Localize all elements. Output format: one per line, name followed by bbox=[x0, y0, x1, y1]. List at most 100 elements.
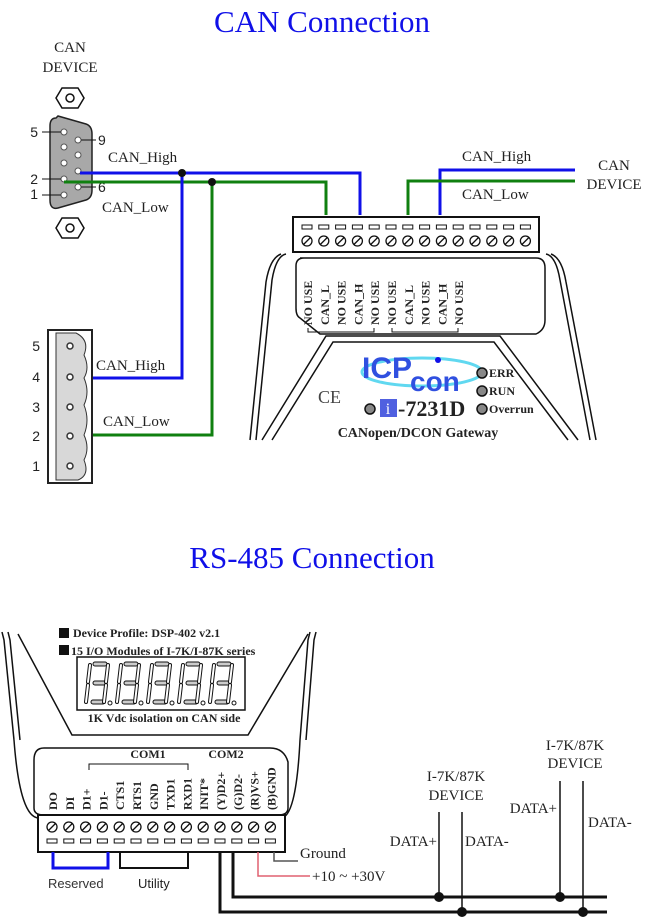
bracket-2 bbox=[391, 328, 459, 333]
feature-1: Device Profile: DSP-402 v2.1 bbox=[73, 626, 220, 640]
terminal-screw-icon bbox=[180, 821, 193, 833]
product-name: CANopen/DCON Gateway bbox=[338, 426, 499, 441]
top-pin-label: CAN_L bbox=[402, 285, 416, 325]
terminal-screw-icon bbox=[334, 235, 347, 247]
rs485-device-1: I-7K/87K DEVICE DATA+ DATA- bbox=[390, 769, 509, 917]
terminal-screw-icon bbox=[214, 821, 226, 833]
terminal-screw-icon bbox=[502, 235, 515, 247]
terminal-slot bbox=[486, 224, 498, 230]
terminal-slot bbox=[197, 838, 209, 844]
terminal-slot bbox=[318, 224, 330, 230]
terminal-slot bbox=[419, 224, 431, 230]
screw-top-icon bbox=[55, 87, 85, 109]
terminal-slot bbox=[452, 224, 464, 230]
db9-pin-9: 9 bbox=[98, 132, 106, 148]
led-icon bbox=[476, 403, 488, 415]
top-pin-label: NO USE bbox=[368, 281, 382, 325]
power-led-icon bbox=[364, 403, 376, 415]
bottom-pin-label: (Y)D2+ bbox=[214, 772, 228, 810]
bottom-pin-label: DO bbox=[46, 792, 60, 810]
model-i-badge bbox=[380, 399, 397, 417]
device-1-label-2: DEVICE bbox=[429, 788, 484, 804]
logo-text-con: con bbox=[410, 366, 460, 397]
com1-label: COM1 bbox=[130, 747, 165, 761]
device-2-label-2: DEVICE bbox=[548, 756, 603, 772]
ground-wire bbox=[273, 852, 298, 862]
rs485-connection-title: RS-485 Connection bbox=[189, 540, 435, 575]
bottom-pin-label: (B)GND bbox=[264, 767, 278, 810]
led-err-label: ERR bbox=[489, 366, 515, 380]
top-pin-label: NO USE bbox=[385, 281, 399, 325]
terminal-screw-icon bbox=[163, 821, 176, 833]
terminal-screw-icon bbox=[247, 821, 260, 833]
terminal-screw-icon bbox=[385, 235, 397, 247]
rs485-data-minus-bus bbox=[218, 852, 607, 914]
terminal-screw-icon bbox=[368, 235, 380, 247]
terminal-screw-icon bbox=[63, 821, 75, 833]
terminal-slot bbox=[96, 838, 108, 844]
terminal-screw-icon bbox=[197, 821, 209, 833]
tb-pin-1: 1 bbox=[32, 458, 40, 474]
bottom-pin-label: (R)VS+ bbox=[248, 771, 262, 810]
terminal-slot bbox=[46, 838, 58, 844]
power-label: +10 ~ +30V bbox=[312, 869, 386, 885]
db9-connector bbox=[42, 87, 96, 239]
bullet-icon bbox=[59, 628, 69, 638]
terminal-slot bbox=[351, 224, 363, 230]
tb-pin-4: 4 bbox=[32, 369, 40, 385]
terminal-slot bbox=[435, 224, 447, 230]
can-low-wire-db9 bbox=[64, 180, 328, 215]
terminal-slot bbox=[469, 224, 481, 230]
reserved-bracket bbox=[51, 852, 110, 870]
logo-text-icp: ICP bbox=[362, 352, 412, 385]
com1-bracket bbox=[88, 763, 189, 770]
led-icon bbox=[476, 367, 488, 379]
terminal-screw-icon bbox=[130, 821, 142, 833]
screw-bottom-icon bbox=[55, 217, 85, 239]
can-high-wire-right bbox=[438, 168, 575, 215]
tb-pin-2: 2 bbox=[32, 428, 40, 444]
terminal-slot bbox=[130, 838, 142, 844]
module-body-top bbox=[249, 253, 597, 441]
terminal-slot bbox=[503, 224, 515, 230]
terminal-screw-icon bbox=[147, 821, 159, 833]
can-connection-title: CAN Connection bbox=[214, 4, 431, 39]
tb-can-high-label: CAN_High bbox=[96, 358, 166, 374]
bottom-pin-label: RTS1 bbox=[130, 781, 144, 810]
bottom-pin-label: CTS1 bbox=[113, 781, 127, 810]
bottom-pin-label: TXD1 bbox=[164, 779, 178, 810]
led-err: ERR bbox=[476, 366, 515, 380]
terminal-screw-icon bbox=[469, 235, 481, 247]
terminal-slot bbox=[147, 838, 159, 844]
bottom-terminal-strip bbox=[37, 814, 286, 853]
device-2-label-1: I-7K/87K bbox=[546, 738, 604, 754]
bottom-pin-label: D1+ bbox=[80, 788, 94, 810]
reserved-label: Reserved bbox=[48, 876, 104, 891]
terminal-slot bbox=[80, 838, 92, 844]
right-can-device-label-2: DEVICE bbox=[587, 177, 642, 193]
power-wire bbox=[257, 852, 310, 877]
terminal-screw-icon bbox=[418, 235, 431, 247]
can-low-wire-right bbox=[406, 179, 575, 215]
terminal-screw-icon bbox=[113, 821, 125, 833]
seven-segment-digit bbox=[208, 661, 237, 706]
top-pin-label: CAN_L bbox=[318, 285, 332, 325]
terminal-slot bbox=[180, 838, 192, 844]
db9-can-high-label: CAN_High bbox=[108, 150, 178, 166]
bullet-icon bbox=[59, 645, 69, 655]
db9-pin-2: 2 bbox=[30, 171, 38, 187]
seven-segment-digit bbox=[115, 661, 144, 706]
led-run: RUN bbox=[476, 384, 515, 398]
can-low-wire-terminal bbox=[70, 182, 214, 437]
led-overrun: Overrun bbox=[476, 402, 534, 416]
terminal-slot bbox=[231, 838, 243, 844]
terminal-slot bbox=[385, 224, 397, 230]
seven-segment-digit bbox=[177, 661, 206, 706]
utility-label: Utility bbox=[138, 876, 170, 891]
top-pin-label: NO USE bbox=[452, 281, 466, 325]
led-overrun-label: Overrun bbox=[489, 402, 534, 416]
junction-dot bbox=[178, 169, 186, 177]
bottom-pin-label: DI bbox=[63, 796, 77, 810]
db9-pin-1: 1 bbox=[30, 186, 38, 202]
terminal-slot bbox=[248, 838, 260, 844]
